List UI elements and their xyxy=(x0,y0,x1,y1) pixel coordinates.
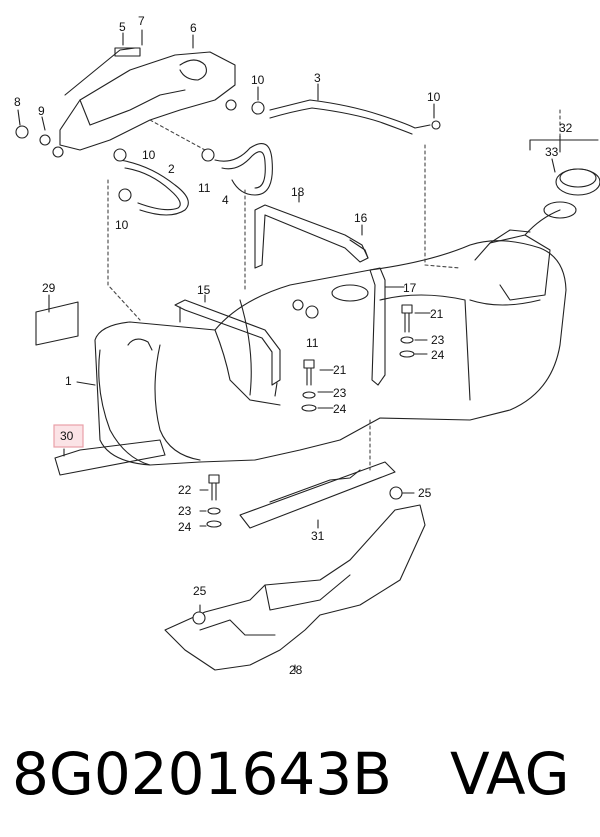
tank-strap-left xyxy=(174,299,281,386)
canister-bracket xyxy=(59,51,236,151)
protective-plate-31 xyxy=(239,461,396,529)
bolt-21 xyxy=(401,304,413,333)
callout-1: 1 xyxy=(65,374,72,388)
callout-30: 30 xyxy=(60,429,74,443)
parts-diagram: 1 2 3 4 5 6 7 8 9 10 10 10 10 11 11 15 1… xyxy=(14,14,600,677)
callout-17: 17 xyxy=(403,281,417,295)
callout-22: 22 xyxy=(178,483,192,497)
callout-10c: 10 xyxy=(115,218,129,232)
brand-label: VAG xyxy=(449,740,570,808)
callout-23a: 23 xyxy=(431,333,445,347)
callout-30-highlight xyxy=(53,424,84,448)
callout-21b: 21 xyxy=(333,363,347,377)
callout-8: 8 xyxy=(14,95,21,109)
callout-28: 28 xyxy=(289,663,303,677)
pad-29 xyxy=(35,301,79,346)
callout-15: 15 xyxy=(197,283,211,297)
callout-24c: 24 xyxy=(178,520,192,534)
callout-2: 2 xyxy=(168,162,175,176)
callout-9: 9 xyxy=(38,104,45,118)
callout-10d: 10 xyxy=(427,90,441,104)
heat-shield-28 xyxy=(164,504,426,671)
fuel-hose-2 xyxy=(119,159,189,216)
callout-3: 3 xyxy=(314,71,321,85)
callout-32: 32 xyxy=(559,121,573,135)
callout-11a: 11 xyxy=(198,181,211,195)
callout-21a: 21 xyxy=(430,307,444,321)
tank-strap-right xyxy=(254,204,369,269)
part-number: 8G0201643B xyxy=(12,740,392,808)
part-footer: 8G0201643B VAG xyxy=(12,724,570,824)
callout-11b: 11 xyxy=(306,336,319,350)
bolt-22 xyxy=(208,474,220,501)
callout-7: 7 xyxy=(138,14,145,28)
fuel-tank xyxy=(94,240,567,466)
callout-25b: 25 xyxy=(193,584,207,598)
callout-6: 6 xyxy=(190,21,197,35)
bolt-21b xyxy=(303,359,315,386)
callout-24a: 24 xyxy=(431,348,445,362)
fuel-hose-4 xyxy=(214,143,273,196)
callout-24b: 24 xyxy=(333,402,347,416)
callout-23c: 23 xyxy=(178,504,192,518)
callout-4: 4 xyxy=(222,193,229,207)
callout-10b: 10 xyxy=(142,148,156,162)
callout-10a: 10 xyxy=(251,73,265,87)
callout-25a: 25 xyxy=(418,486,432,500)
foam-strip-30 xyxy=(54,439,166,476)
callout-23b: 23 xyxy=(333,386,347,400)
callout-31: 31 xyxy=(311,529,325,543)
callout-16: 16 xyxy=(354,211,368,225)
vent-strap xyxy=(369,267,386,386)
callout-29: 29 xyxy=(42,281,56,295)
callout-33: 33 xyxy=(545,145,559,159)
callout-5: 5 xyxy=(119,20,126,34)
fuel-hose-3 xyxy=(269,99,431,129)
callout-18: 18 xyxy=(291,185,305,199)
